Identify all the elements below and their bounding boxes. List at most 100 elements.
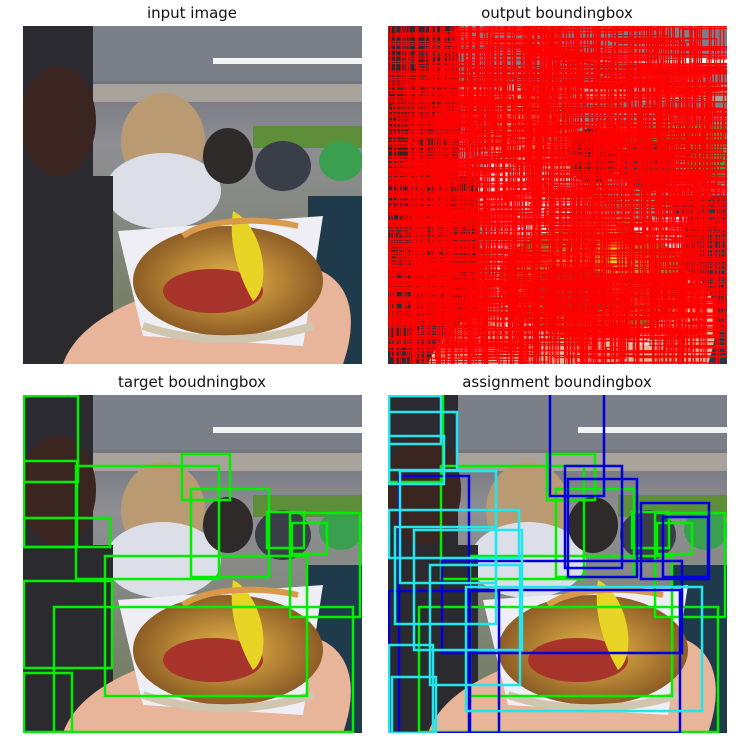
output-box	[667, 26, 727, 90]
output-box	[388, 92, 443, 183]
output-box	[507, 78, 634, 101]
target-box	[189, 487, 271, 579]
output-box	[532, 159, 575, 271]
output-box	[450, 264, 485, 364]
output-box	[388, 99, 402, 138]
output-box	[426, 249, 521, 286]
assignment-boundingbox-panel	[388, 395, 727, 733]
output-box	[451, 250, 464, 296]
output-box	[674, 201, 727, 291]
target-box	[23, 516, 112, 549]
output-box	[388, 310, 478, 342]
output-box	[409, 330, 479, 364]
assignment-box-layer	[388, 395, 727, 733]
output-box	[642, 219, 727, 302]
output-box	[415, 70, 505, 87]
assignment-box-blue	[566, 477, 639, 579]
output-box	[539, 26, 659, 100]
output-box	[664, 48, 721, 92]
output-box	[388, 139, 419, 253]
output-box	[388, 76, 473, 184]
output-box	[571, 173, 614, 184]
output-box	[388, 213, 424, 254]
assignment-box-green	[439, 464, 586, 581]
output-box	[388, 163, 426, 284]
output-box	[708, 26, 727, 116]
output-box	[509, 175, 539, 277]
output-box	[524, 38, 601, 124]
output-box	[679, 283, 727, 328]
output-box	[587, 217, 607, 290]
output-box	[530, 26, 594, 55]
output-box	[533, 273, 552, 340]
assignment-boundingbox-image	[388, 395, 727, 733]
output-box	[600, 214, 714, 261]
panel-title-input-image: input image	[146, 4, 238, 22]
output-box	[388, 196, 435, 310]
target-box	[103, 554, 309, 698]
output-box	[510, 135, 588, 165]
target-box	[265, 510, 306, 550]
output-box	[586, 26, 653, 64]
assignment-box-blue	[548, 395, 606, 498]
assignment-box-blue	[440, 559, 684, 655]
output-box	[668, 317, 727, 364]
output-box	[487, 28, 566, 155]
panel-title-target-boundingbox: target boudningbox	[118, 373, 266, 391]
output-box	[665, 146, 727, 171]
output-box	[626, 152, 727, 184]
output-box	[499, 280, 619, 317]
output-box	[437, 125, 530, 141]
output-box	[448, 145, 509, 254]
output-box	[637, 26, 727, 70]
assignment-box-blue	[563, 464, 624, 570]
output-box	[420, 348, 440, 364]
output-box	[695, 190, 709, 297]
output-box	[435, 268, 471, 311]
assignment-box-green	[545, 452, 597, 502]
assignment-box-cyan	[412, 528, 524, 652]
output-box	[509, 302, 624, 364]
output-box-layer	[388, 26, 727, 364]
output-box	[588, 278, 699, 318]
output-box	[467, 193, 525, 228]
output-box	[447, 257, 532, 354]
output-box	[389, 36, 477, 76]
assignment-box-cyan	[388, 508, 521, 560]
output-box	[633, 26, 727, 96]
target-box	[288, 511, 362, 619]
target-box	[180, 452, 232, 502]
target-box	[74, 464, 221, 581]
output-box	[469, 329, 492, 344]
output-box	[683, 28, 697, 126]
output-boundingbox-image	[388, 26, 727, 364]
output-box	[616, 38, 718, 69]
output-boundingbox-panel	[388, 26, 727, 364]
output-box	[650, 213, 727, 333]
assignment-box-cyan	[393, 525, 498, 626]
output-box	[672, 26, 712, 124]
input-image-panel	[23, 26, 362, 364]
output-box	[483, 26, 508, 139]
output-box	[516, 86, 546, 144]
output-box	[388, 298, 455, 364]
target-box	[290, 521, 329, 556]
output-box	[462, 196, 587, 225]
output-box	[612, 26, 693, 55]
output-box	[596, 120, 687, 166]
output-box	[681, 182, 727, 307]
output-box	[389, 302, 405, 326]
output-box	[632, 91, 704, 190]
target-box	[52, 605, 355, 733]
output-box	[444, 93, 554, 121]
output-box	[628, 58, 659, 154]
output-box	[440, 30, 550, 77]
assignment-box-blue	[397, 474, 471, 733]
assignment-box-green	[655, 521, 694, 556]
assignment-box-green	[630, 510, 671, 550]
output-box	[589, 285, 718, 301]
panel-title-output-boundingbox: output boundingbox	[481, 4, 633, 22]
panel-title-assignment-boundingbox: assignment boundingbox	[462, 373, 652, 391]
output-box	[468, 262, 566, 364]
output-box	[631, 154, 694, 253]
